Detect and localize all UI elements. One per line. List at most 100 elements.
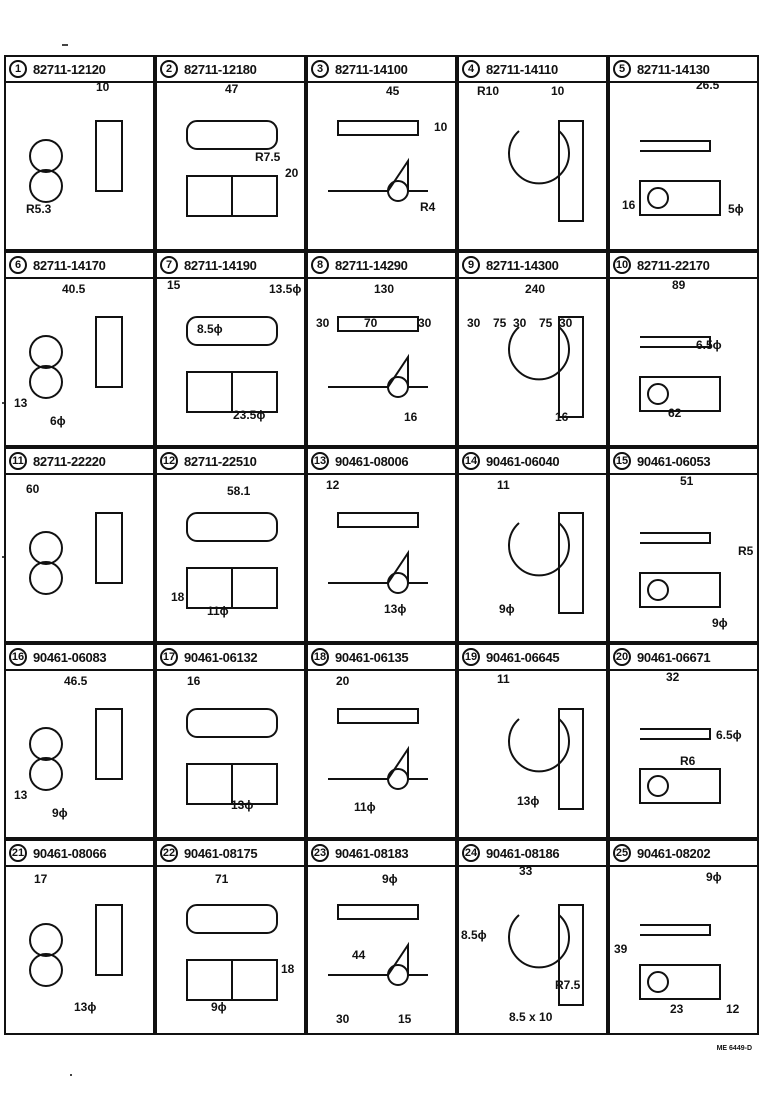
part-drawing	[186, 904, 278, 1001]
dimension-label: 9ϕ	[706, 870, 722, 884]
part-header: 25 90461-08202	[610, 841, 757, 867]
dimension-label: 10	[551, 84, 565, 98]
part-drawing	[29, 512, 123, 595]
dimension-label: R5	[738, 544, 754, 558]
part-number: 90461-06671	[637, 649, 711, 665]
part-index-badge: 10	[613, 256, 631, 274]
part-drawing	[29, 316, 123, 399]
part-index-badge: 20	[613, 648, 631, 666]
part-drawing	[508, 904, 584, 1006]
part-index-badge: 11	[9, 452, 27, 470]
dimension-label: 58.1	[227, 484, 251, 498]
dimension-label: R4	[420, 200, 436, 214]
dimension-label: 6.5ϕ	[696, 338, 722, 352]
part-index-badge: 5	[613, 60, 631, 78]
dimension-label: 75	[539, 316, 553, 330]
part-index-badge: 25	[613, 844, 631, 862]
dimension-label: 18	[171, 590, 185, 604]
dimension-label: 40.5	[62, 282, 86, 296]
part-index-badge: 19	[462, 648, 480, 666]
dimension-label: 13ϕ	[517, 794, 539, 808]
dimension-label: 8.5ϕ	[461, 928, 487, 942]
part-number: 90461-06040	[486, 453, 560, 469]
dimension-label: 12	[326, 478, 340, 492]
part-drawing	[29, 708, 123, 791]
part-index-badge: 8	[311, 256, 329, 274]
dimension-label: R5.3	[26, 202, 52, 216]
dimension-label: 8.5 x 10	[509, 1010, 553, 1024]
dimension-label: 18	[281, 962, 295, 976]
margin-dot	[2, 556, 4, 558]
dimension-label: 30	[513, 316, 527, 330]
margin-mark	[62, 44, 68, 46]
dimension-label: 71	[215, 872, 229, 886]
dimension-label: 13	[14, 788, 28, 802]
part-index-badge: 16	[9, 648, 27, 666]
part-figure: 60	[6, 473, 153, 641]
part-drawing	[639, 140, 721, 216]
dimension-label: 30	[467, 316, 481, 330]
dimension-label: 16	[404, 410, 418, 424]
dimension-label: 60	[26, 482, 40, 496]
dimension-label: 44	[352, 948, 366, 962]
part-number: 90461-08202	[637, 845, 711, 861]
part-index-badge: 15	[613, 452, 631, 470]
dimension-label: 5ϕ	[728, 202, 744, 216]
dimension-label: 13ϕ	[74, 1000, 96, 1014]
part-number: 90461-06053	[637, 453, 711, 469]
part-number: 82711-14100	[335, 61, 408, 77]
dimension-label: 10	[96, 81, 110, 94]
part-number: 82711-14290	[335, 257, 408, 273]
dimension-label: 16	[555, 410, 569, 424]
part-index-badge: 2	[160, 60, 178, 78]
part-number: 90461-08183	[335, 845, 409, 861]
part-index-badge: 12	[160, 452, 178, 470]
part-number: 82711-22170	[637, 257, 710, 273]
dimension-label: 15	[167, 278, 181, 292]
part-number: 82711-14110	[486, 61, 558, 77]
